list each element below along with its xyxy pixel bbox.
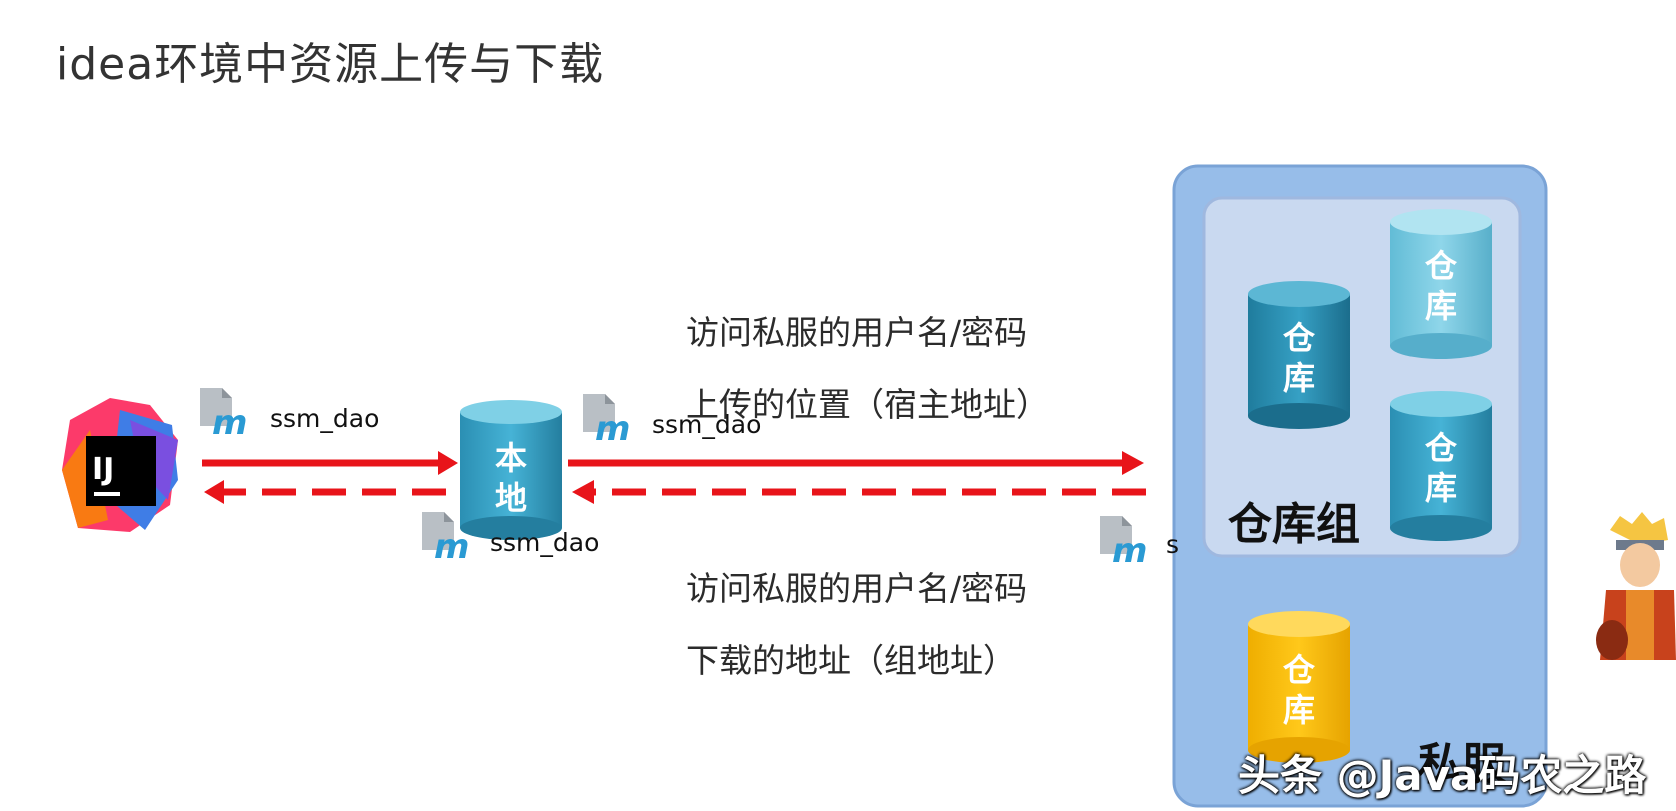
- repository-group-label: 仓库组: [1228, 499, 1360, 550]
- intellij-idea-icon: IJ: [62, 398, 178, 532]
- hosted-repository-cylinder: [1248, 281, 1350, 429]
- maven-artifact-icon: m: [583, 394, 630, 449]
- artifact-label: ssm_dao: [270, 404, 380, 433]
- proxy-repository-label: 仓库: [1424, 247, 1457, 325]
- standalone-repository-label: 仓库: [1282, 651, 1315, 729]
- local-repository-cylinder: [460, 400, 562, 540]
- artifact-label: s: [1166, 530, 1180, 559]
- page-title: idea环境中资源上传与下载: [56, 39, 605, 90]
- upload-arrow-ide-to-local: [202, 451, 458, 475]
- proxy-repository-cylinder: [1390, 209, 1492, 359]
- watermark: 头条 @Java码农之路: [1238, 751, 1647, 800]
- maven-artifact-icon: m: [200, 388, 247, 443]
- maven-artifact-icon: m: [422, 512, 469, 567]
- download-arrow-local-to-ide: [204, 480, 446, 504]
- download-auth-label: 访问私服的用户名/密码: [686, 569, 1028, 608]
- svg-text:IJ: IJ: [92, 452, 114, 487]
- svg-text:m: m: [434, 527, 469, 567]
- upload-arrow-local-to-server: [568, 451, 1144, 475]
- svg-text:m: m: [212, 403, 247, 443]
- maven-artifact-icon: m: [1100, 516, 1147, 571]
- artifact-label: ssm_dao: [490, 528, 600, 557]
- svg-text:m: m: [595, 409, 630, 449]
- hosted-repository-label: 仓库: [1282, 319, 1315, 397]
- repository-cylinder: [1390, 391, 1492, 541]
- download-arrow-server-to-local: [572, 480, 1146, 504]
- svg-text:m: m: [1112, 531, 1147, 571]
- private-server-label: 私服: [1418, 739, 1506, 790]
- standalone-repository-cylinder: [1248, 611, 1350, 763]
- character-icon: [1596, 512, 1676, 660]
- artifact-label: ssm_dao: [652, 410, 762, 439]
- repository-label: 仓库: [1424, 429, 1457, 507]
- local-repository-label: 本地: [494, 439, 527, 517]
- upload-location-label: 上传的位置（宿主地址）: [686, 385, 1049, 424]
- download-location-label: 下载的地址（组地址）: [686, 641, 1016, 680]
- upload-auth-label: 访问私服的用户名/密码: [686, 313, 1028, 352]
